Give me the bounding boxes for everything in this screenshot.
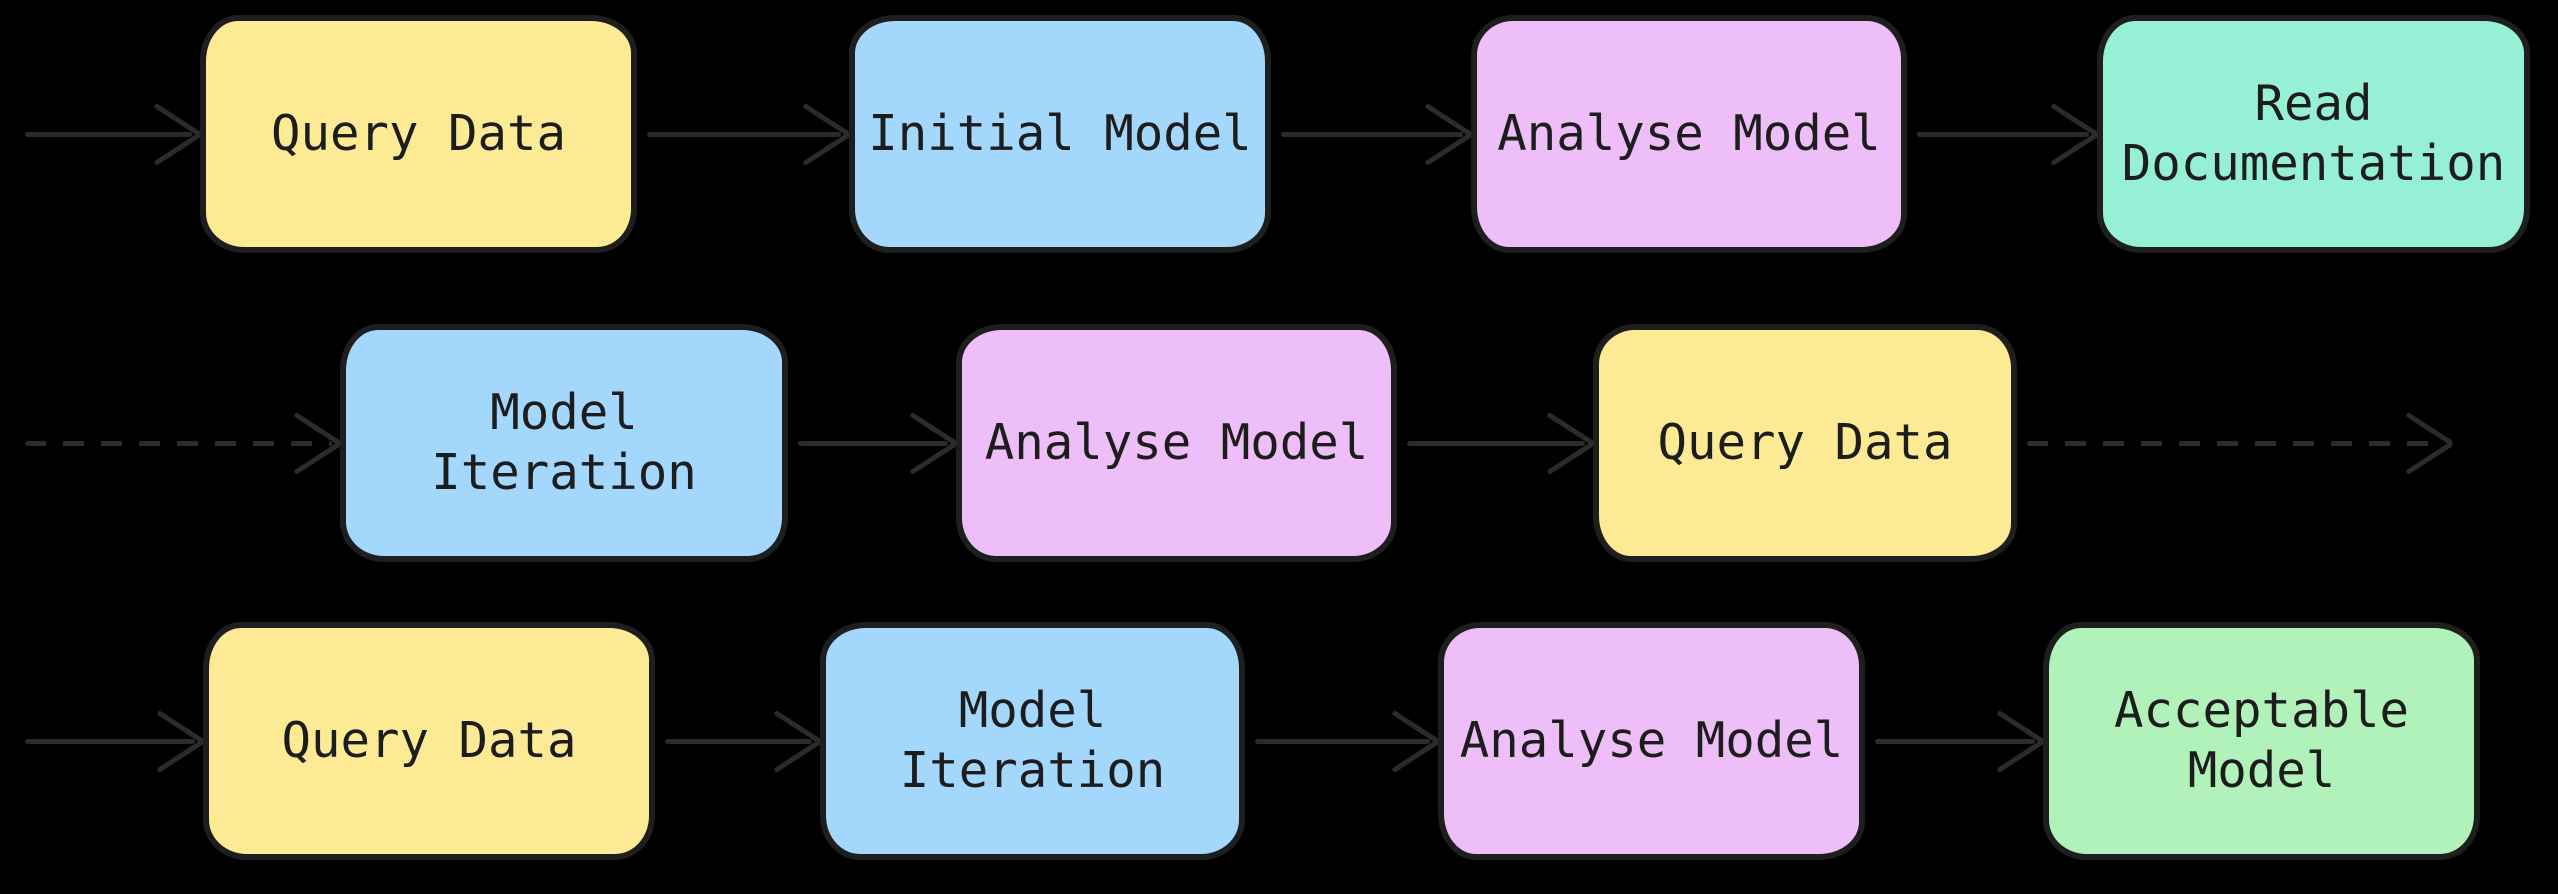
node-label: Read Documentation	[2121, 75, 2506, 192]
arrow-right-icon	[1865, 696, 2045, 786]
dashed-arrow-right-icon	[15, 398, 342, 488]
arrow-right-icon	[788, 398, 958, 488]
arrow-right-icon	[15, 89, 202, 179]
node-label: Query Data	[1657, 414, 1953, 472]
node-query-data: Query Data	[1593, 324, 2017, 562]
arrow-right-icon	[637, 89, 851, 179]
arrow-right-icon	[1271, 89, 1473, 179]
arrow-right-icon	[1907, 89, 2099, 179]
node-model-iteration: Model Iteration	[820, 622, 1245, 860]
arrow-right-icon	[1397, 398, 1595, 488]
node-label: Analyse Model	[1459, 712, 1844, 770]
node-label: Query Data	[281, 712, 577, 770]
node-analyse-model: Analyse Model	[1471, 15, 1907, 253]
node-label: Model Iteration	[899, 682, 1166, 799]
node-label: Initial Model	[868, 105, 1252, 163]
node-analyse-model: Analyse Model	[956, 324, 1397, 562]
flow-row-2: Model Iteration Analyse Model Query Data	[15, 323, 2558, 563]
node-label: Analyse Model	[984, 414, 1369, 472]
dashed-arrow-right-icon	[2017, 398, 2454, 488]
arrow-right-icon	[15, 696, 205, 786]
node-label: Acceptable Model	[2113, 682, 2409, 799]
flow-row-3: Query Data Model Iteration Analyse Model Ac…	[15, 621, 2558, 861]
arrow-right-icon	[1245, 696, 1440, 786]
node-read-documentation: Read Documentation	[2097, 15, 2530, 253]
arrow-right-icon	[655, 696, 822, 786]
node-query-data: Query Data	[200, 15, 637, 253]
node-label: Model Iteration	[431, 384, 697, 501]
node-query-data: Query Data	[203, 622, 655, 860]
node-model-iteration: Model Iteration	[340, 324, 788, 562]
flow-row-1: Query Data Initial Model Analyse Model Read…	[15, 14, 2558, 254]
node-label: Analyse Model	[1497, 105, 1881, 163]
node-initial-model: Initial Model	[849, 15, 1271, 253]
node-label: Query Data	[270, 105, 566, 163]
node-analyse-model: Analyse Model	[1438, 622, 1865, 860]
node-acceptable-model: Acceptable Model	[2043, 622, 2480, 860]
